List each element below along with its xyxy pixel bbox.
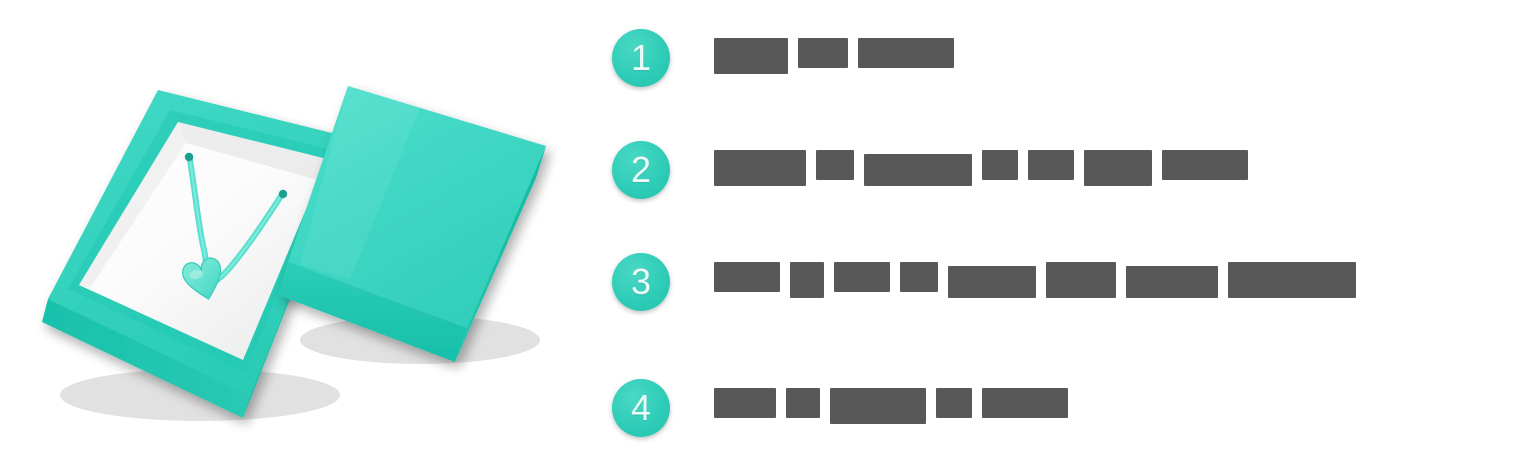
redacted-word xyxy=(786,388,820,418)
steps-list: 1 2 3 4 xyxy=(608,0,1533,473)
redacted-word xyxy=(834,262,890,292)
step-number-badge-4: 4 xyxy=(612,379,670,437)
redacted-word xyxy=(948,266,1036,298)
step-item-2[interactable]: 2 xyxy=(608,134,1533,206)
redacted-word xyxy=(1228,262,1356,298)
step-number-1: 1 xyxy=(630,37,652,78)
product-image: Turquoise jewelry gift box with the lid … xyxy=(0,0,580,473)
gift-box-illustration xyxy=(42,86,546,421)
step-item-4[interactable]: 4 xyxy=(608,372,1533,444)
heart-pendant xyxy=(182,257,222,300)
redacted-word xyxy=(1084,150,1152,186)
redacted-word xyxy=(858,38,954,68)
necklace-clasp-left xyxy=(184,152,194,162)
redacted-word xyxy=(1162,150,1248,180)
redacted-word xyxy=(1126,266,1218,298)
redacted-word xyxy=(982,388,1068,418)
step-text-1 xyxy=(714,38,954,74)
step-text-2 xyxy=(714,150,1248,186)
step-number-3: 3 xyxy=(630,261,652,302)
redacted-word xyxy=(816,150,854,180)
step-number-badge-1: 1 xyxy=(612,29,670,87)
box-lid xyxy=(278,86,546,362)
redacted-word xyxy=(714,38,788,74)
redacted-word xyxy=(864,154,972,186)
redacted-word xyxy=(1046,262,1116,298)
redacted-word xyxy=(982,150,1018,180)
necklace-clasp-right xyxy=(278,189,288,199)
redacted-word xyxy=(830,388,926,424)
step-item-1[interactable]: 1 xyxy=(608,22,1533,94)
redacted-word xyxy=(798,38,848,68)
redacted-word xyxy=(714,388,776,418)
step-number-4: 4 xyxy=(630,387,652,428)
redacted-word xyxy=(714,150,806,186)
step-number-badge-3: 3 xyxy=(612,253,670,311)
redacted-word xyxy=(1028,150,1074,180)
step-text-3 xyxy=(714,262,1356,298)
step-number-badge-2: 2 xyxy=(612,141,670,199)
redacted-word xyxy=(936,388,972,418)
redacted-word xyxy=(714,262,780,292)
redacted-word xyxy=(790,262,824,298)
step-text-4 xyxy=(714,388,1068,424)
product-figure: Turquoise jewelry gift box with the lid … xyxy=(0,0,580,473)
redacted-word xyxy=(900,262,938,292)
step-number-2: 2 xyxy=(630,149,652,190)
step-item-3[interactable]: 3 xyxy=(608,246,1533,318)
